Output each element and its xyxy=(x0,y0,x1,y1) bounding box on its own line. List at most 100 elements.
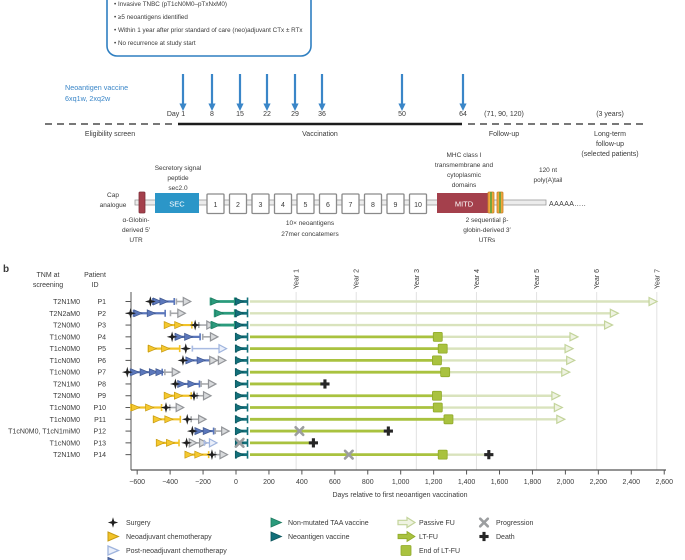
end-of-ltfu-square-icon xyxy=(432,355,442,366)
open-arrow-icon xyxy=(197,414,208,425)
progression-marker-icon xyxy=(294,425,305,437)
day-label: 22 xyxy=(263,111,271,118)
treatment-arrow-icon xyxy=(214,309,225,318)
neoantigen-box xyxy=(296,193,315,215)
day-label: 8 xyxy=(210,111,214,118)
treatment-arrow-icon xyxy=(166,438,176,447)
surgery-marker-icon xyxy=(181,413,193,425)
surgery-marker-icon xyxy=(160,402,172,413)
legend-item: Death xyxy=(479,531,515,542)
mitd-box xyxy=(437,193,491,213)
surgery-marker-icon xyxy=(169,378,181,390)
tnm-label: T1cN0M0 xyxy=(50,346,80,353)
open-arrow-icon xyxy=(221,426,231,437)
teal-arrow-icon xyxy=(270,517,283,528)
sec-box xyxy=(155,193,199,213)
tnm-label: T1cN0M0 xyxy=(50,405,80,412)
treatment-arrow-icon xyxy=(187,379,197,388)
vaccination-arrow-icon xyxy=(208,103,216,111)
treatment-arrow-icon xyxy=(234,344,245,353)
legend-label: Post-neoadjuvant chemotherapy xyxy=(126,548,227,555)
patient-id-label: P11 xyxy=(94,417,106,424)
neoantigen-box-number: 2 xyxy=(236,202,240,209)
x-tick-label: 2,400 xyxy=(623,479,641,486)
treatment-arrow-icon xyxy=(139,368,150,377)
x-tick-label: 400 xyxy=(296,479,308,486)
polya-label: poly(A)tail xyxy=(534,177,563,184)
treatment-arrow-icon xyxy=(174,391,184,400)
x-tick-label: 1,600 xyxy=(491,479,509,486)
x-tick-label: 1,000 xyxy=(392,479,410,486)
open-arrow-icon xyxy=(569,331,580,342)
legend-label: Non-mutated TAA vaccine xyxy=(288,520,369,527)
open-arrow-icon xyxy=(609,308,620,319)
x-tick-label: 1,400 xyxy=(458,479,476,486)
patient-id-label: P9 xyxy=(97,393,106,400)
tnm-label: T1cN0M0 xyxy=(50,440,80,447)
open-arrow-icon xyxy=(556,414,567,425)
open-arrow-icon xyxy=(564,343,575,354)
mitd-label-above: domains xyxy=(452,182,477,189)
vaccination-arrow-icon xyxy=(318,103,326,111)
year-label: Year 3 xyxy=(414,269,421,289)
sec-peptide-label: Secretory signal xyxy=(155,165,202,172)
treatment-arrow-icon xyxy=(155,368,166,377)
open-arrow-icon xyxy=(566,355,577,366)
open-arrow-icon xyxy=(198,437,209,448)
utr3-label: 2 sequential β- xyxy=(466,217,509,224)
sec-peptide-label: sec2.0 xyxy=(168,185,188,192)
patient-id-label: P10 xyxy=(94,405,107,412)
open-arrow-icon xyxy=(177,308,187,319)
x-tick-label: −200 xyxy=(195,479,211,486)
day-label: 50 xyxy=(398,111,406,118)
treatment-arrow-icon xyxy=(196,356,207,365)
end-of-ltfu-square-icon xyxy=(437,343,448,354)
neoantigen-box xyxy=(363,193,383,215)
panel-b-label: b xyxy=(3,264,9,275)
open-arrow-icon xyxy=(209,355,219,366)
neoantigen-box-number: 7 xyxy=(349,202,353,209)
treatment-arrow-icon xyxy=(146,309,157,318)
phase-label-vaccination: Vaccination xyxy=(302,131,338,138)
year-label: Year 7 xyxy=(654,269,661,289)
longterm-years-label: (3 years) xyxy=(596,111,624,118)
end-of-ltfu-square-icon xyxy=(432,390,442,401)
day-label: 29 xyxy=(291,111,299,118)
surgery-marker-icon xyxy=(181,437,192,449)
mitd-label-above: MHC class I xyxy=(446,152,481,159)
treatment-arrow-icon xyxy=(145,403,155,412)
neoantigen-box-number: 8 xyxy=(371,202,375,209)
neoantigen-box xyxy=(386,193,405,215)
utr3-bar-stripe xyxy=(490,192,492,213)
day-label: 15 xyxy=(236,111,244,118)
darkteal-arrow-icon xyxy=(270,531,283,542)
open-arrow-icon xyxy=(603,320,614,331)
surgery-marker-icon xyxy=(180,343,192,355)
x-tick-label: 2,600 xyxy=(655,479,673,486)
surgery-marker-icon xyxy=(188,390,200,402)
legend-label: LT-FU xyxy=(419,534,438,541)
polya-tail-text: AAAAA..... xyxy=(549,201,586,208)
tnm-label: T2N1M0 xyxy=(53,299,80,306)
legend-label: Neoadjuvant chemotherapy xyxy=(126,534,212,541)
vaccination-arrow-icon xyxy=(179,103,187,111)
x-tick-label: 200 xyxy=(263,479,275,486)
open-arrow-icon xyxy=(219,449,229,460)
legend-item: Non-mutated TAA vaccine xyxy=(270,517,369,528)
treatment-arrow-icon xyxy=(161,344,171,353)
utr3-bar-stripe xyxy=(499,192,501,213)
eligibility-criterion: • Within 1 year after prior standard of … xyxy=(114,27,303,34)
end-of-ltfu-square-icon xyxy=(443,414,454,425)
treatment-arrow-icon xyxy=(174,321,184,330)
utr5-label: UTR xyxy=(129,237,143,244)
neoantigen-box-number: 3 xyxy=(259,202,263,209)
vaccine-schedule-label-line2: 6xq1w, 2xq2w xyxy=(65,94,111,103)
neoantigen-box-number: 1 xyxy=(214,202,218,209)
